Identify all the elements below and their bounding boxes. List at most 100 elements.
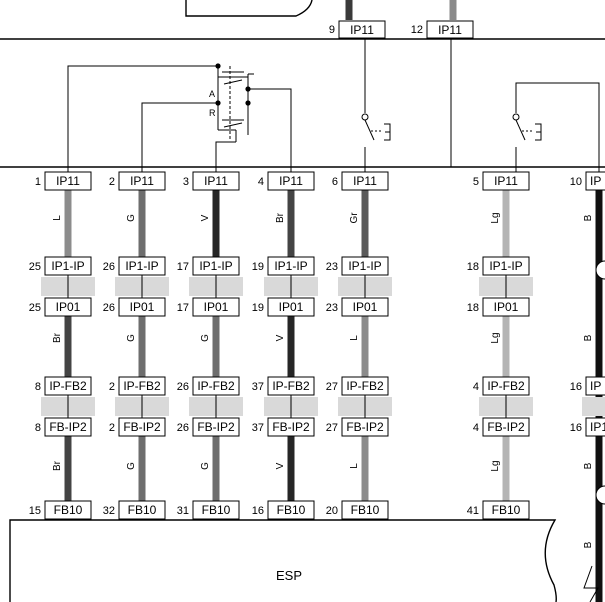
connector-pin: 37 — [252, 422, 264, 434]
ground-symbol — [583, 565, 599, 602]
connector-pin: 1 — [35, 176, 41, 188]
connector-pin: 20 — [326, 505, 338, 517]
wire-break-mark — [595, 260, 605, 280]
connector-pin: 6 — [332, 176, 338, 188]
connector-label: IP01 — [353, 300, 378, 314]
wire-segment — [212, 316, 220, 377]
esp-module-label: ESP — [276, 568, 302, 583]
top-connector-label: IP11 — [438, 23, 462, 37]
connector-label: IP — [590, 379, 601, 393]
connector-label: FB-IP2 — [346, 420, 384, 434]
connector-ip01: 19 IP01 — [252, 297, 315, 317]
connector-pin: 19 — [252, 302, 264, 314]
connector-pin: 19 — [252, 261, 264, 273]
switch-label-r: R — [209, 108, 216, 118]
connector-pin: 17 — [177, 302, 189, 314]
wire-color-label: Lg — [490, 460, 501, 471]
brake-switch-assembly: A R — [67, 63, 292, 172]
connector-pin: 31 — [177, 505, 189, 517]
wire-segment — [502, 316, 510, 377]
connector-label: IP01 — [279, 300, 304, 314]
connector-pin: 25 — [29, 261, 41, 273]
edge-connector-top: 10 IP — [570, 171, 605, 191]
connector-label: IP11 — [279, 174, 303, 188]
connector-ip-fb2: 26 IP-FB2 — [177, 376, 240, 396]
wire-color-label: L — [349, 463, 360, 469]
connector-ip1-ip: 25 IP1-IP — [29, 256, 92, 276]
wire-break-mark — [595, 485, 605, 505]
switch-column-5 — [361, 39, 391, 172]
connector-label: FB10 — [54, 503, 83, 517]
connector-label: IP — [590, 174, 601, 188]
top-connector-9: 9 IP11 — [329, 20, 386, 39]
connector-label: IP1-IP — [274, 259, 307, 273]
wire-color-label: L — [349, 335, 360, 341]
connector-pin: 17 — [177, 261, 189, 273]
top-component — [0, 0, 605, 168]
connector-label: IP11 — [204, 174, 228, 188]
connector-label: FB-IP2 — [272, 420, 310, 434]
wire-color-label: Gr — [349, 212, 360, 224]
connector-label: FB10 — [202, 503, 231, 517]
esp-module: ESP — [9, 519, 557, 602]
wire-segment — [287, 436, 295, 501]
wire-color-label: Lg — [490, 212, 501, 223]
connector-pin: 27 — [326, 422, 338, 434]
connector-ip-fb2: 8 IP-FB2 — [35, 376, 92, 396]
wire-color-label: V — [275, 462, 286, 469]
connector-label: FB10 — [492, 503, 521, 517]
connector-pin: 15 — [29, 505, 41, 517]
connector-fb10: 32 FB10 — [103, 500, 166, 520]
connector-label: FB-IP2 — [49, 420, 87, 434]
wire-color-label: B — [583, 214, 594, 221]
connector-label: IP11 — [56, 174, 80, 188]
connector-pin: 32 — [103, 505, 115, 517]
connector-label: IP01 — [130, 300, 155, 314]
connector-ip1-ip: 19 IP1-IP — [252, 256, 315, 276]
connector-fb10: 15 FB10 — [29, 500, 92, 520]
connector-pin: 16 — [570, 381, 582, 393]
connector-label: FB10 — [277, 503, 306, 517]
wire-segment — [287, 316, 295, 377]
connector-fb-ip2: 37 FB-IP2 — [252, 417, 315, 437]
wire-segment — [138, 190, 146, 257]
connector-label: IP1-IP — [51, 259, 84, 273]
connector-label: IP-FB2 — [49, 379, 87, 393]
connector-label: IP-FB2 — [272, 379, 310, 393]
connector-label: FB10 — [128, 503, 157, 517]
connector-label: IP-FB2 — [123, 379, 161, 393]
wire-segment — [212, 436, 220, 501]
connector-pin: 8 — [35, 381, 41, 393]
connector-label: IP1-IP — [348, 259, 381, 273]
wire-segment — [212, 190, 220, 257]
connector-label: IP-FB2 — [487, 379, 525, 393]
connector-label: FB10 — [351, 503, 380, 517]
connector-label: FB-IP2 — [123, 420, 161, 434]
connector-fb-ip2: 27 FB-IP2 — [326, 417, 389, 437]
connector-pin: 26 — [177, 381, 189, 393]
wire-segment — [361, 190, 369, 257]
connector-pin: 10 — [570, 176, 582, 188]
connector-label: IP01 — [494, 300, 519, 314]
wire-color-label: Br — [52, 332, 63, 343]
wire-color-label: B — [583, 462, 594, 469]
connector-label: IP-FB2 — [197, 379, 235, 393]
